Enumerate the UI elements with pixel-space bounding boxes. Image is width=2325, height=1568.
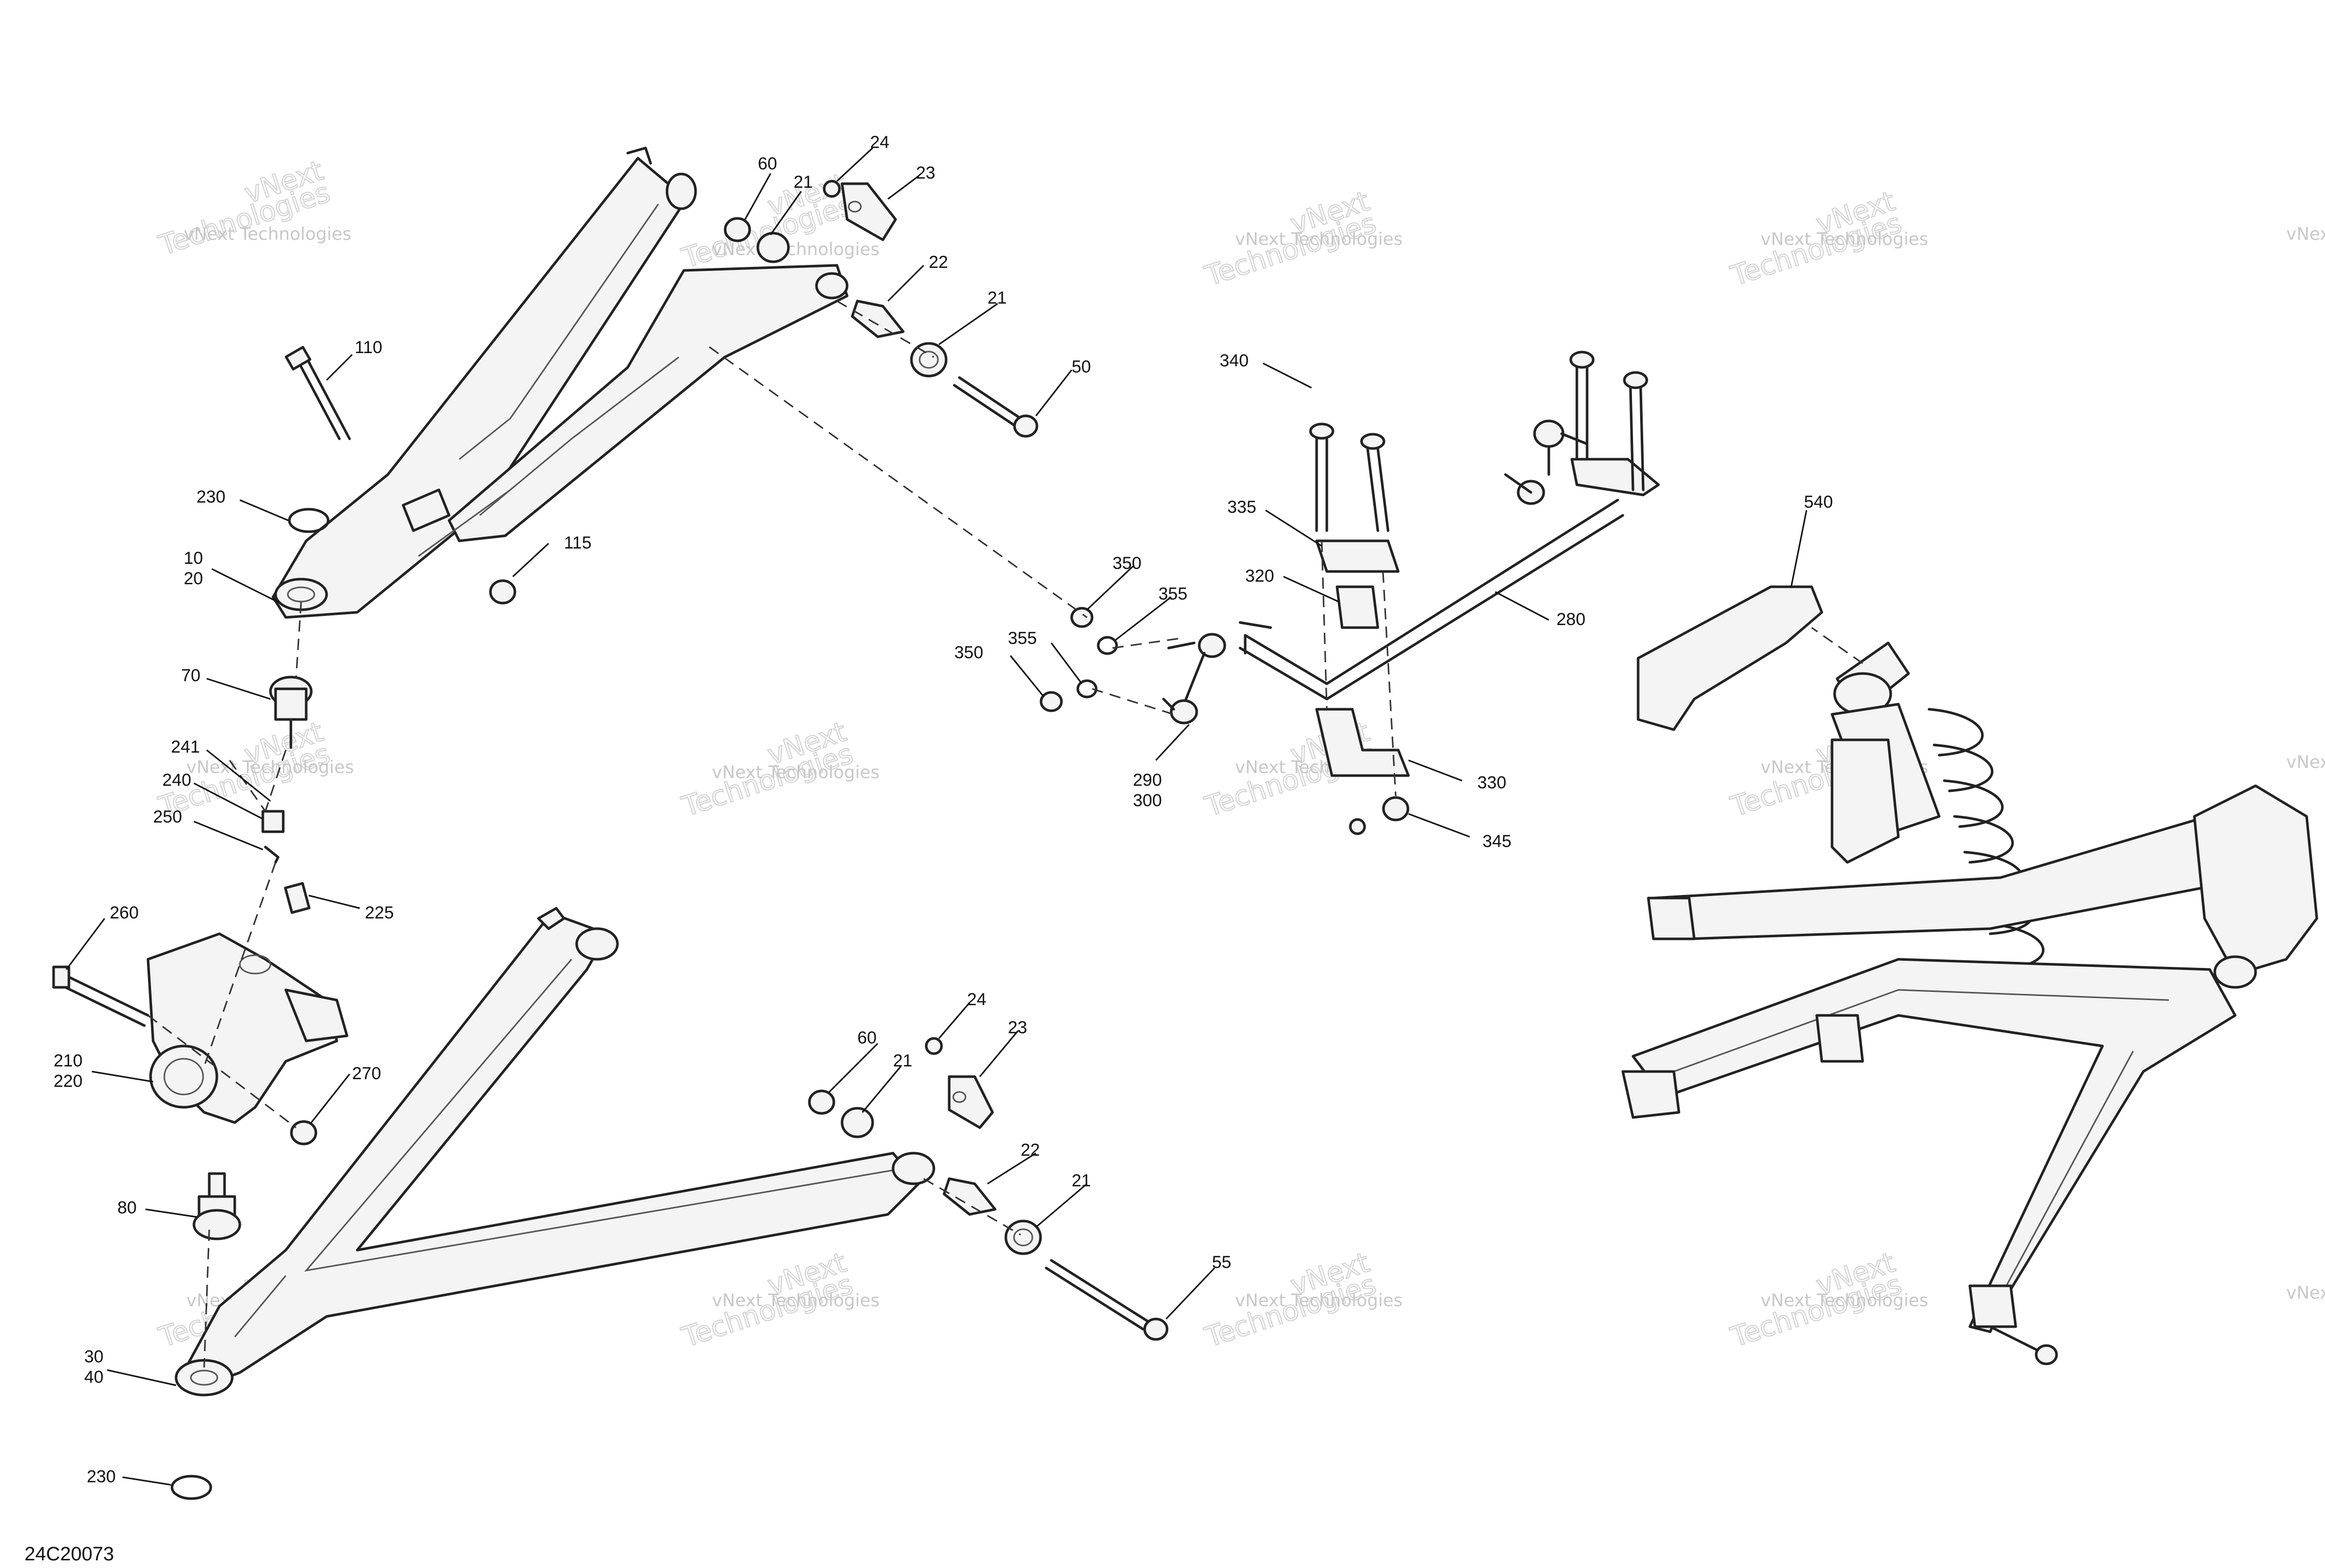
- callout-20: 20: [184, 569, 203, 588]
- watermark-text: vNext Technologies: [1761, 229, 1928, 250]
- callout-210: 210: [54, 1051, 83, 1071]
- callout-335: 335: [1227, 497, 1256, 517]
- assembly-lines: [147, 300, 1863, 1368]
- callout-330: 330: [1477, 773, 1506, 792]
- callout-350-lower: 350: [954, 643, 983, 662]
- watermark-text: vNext Technologies: [186, 757, 354, 778]
- watermark-text: vNext Technologies: [184, 224, 352, 244]
- callout-60-upper: 60: [758, 154, 777, 173]
- callout-250: 250: [153, 807, 182, 827]
- watermark: Technologies vNext: [154, 154, 334, 262]
- callout-230-lower: 230: [87, 1467, 116, 1486]
- callout-10: 10: [184, 549, 203, 568]
- watermark-text: vNext Technologies: [712, 1290, 880, 1311]
- steering-knuckle: [146, 932, 349, 1124]
- callout-220: 220: [54, 1072, 83, 1091]
- shock-spring: [1927, 708, 2045, 971]
- callout-21-upper-b: 21: [987, 288, 1007, 308]
- upper-a-arm: [271, 146, 849, 619]
- callout-355-lower: 355: [1008, 629, 1037, 648]
- callout-50: 50: [1072, 357, 1091, 377]
- callout-24-lower: 24: [967, 990, 986, 1009]
- callout-110: 110: [355, 338, 382, 357]
- lower-a-arm: [175, 907, 935, 1397]
- watermark-text: vNext Technologies: [712, 239, 880, 260]
- hardware-upper-bushings: [724, 180, 1038, 438]
- callout-355-upper: 355: [1158, 584, 1188, 604]
- callout-21-lower-b: 21: [1072, 1171, 1091, 1190]
- watermarks: Technologies vNext vNext Technologies Te…: [154, 154, 2325, 1354]
- callout-290: 290: [1133, 770, 1162, 790]
- callout-270: 270: [352, 1064, 381, 1083]
- callout-22-upper: 22: [929, 253, 948, 272]
- callout-340: 340: [1220, 351, 1249, 370]
- hardware-lower-bushings: [808, 1037, 1169, 1341]
- watermark-text: vNext Technologies: [1235, 1290, 1403, 1311]
- watermark-text: vNext: [2286, 224, 2325, 244]
- callout-55: 55: [1212, 1253, 1231, 1272]
- callout-21-lower-a: 21: [893, 1051, 912, 1071]
- callout-labels: 110 230 10 20 115 70 241 240 250 225 260…: [54, 133, 1833, 1486]
- watermark-text: vNext: [2286, 1283, 2325, 1303]
- callout-21-upper-a: 21: [794, 172, 813, 192]
- callout-540: 540: [1804, 492, 1833, 512]
- callout-345: 345: [1482, 832, 1512, 851]
- callout-22-lower: 22: [1021, 1140, 1040, 1160]
- watermark-text: vNext: [2286, 752, 2325, 773]
- callout-30: 30: [84, 1347, 104, 1366]
- leader-lines: [65, 147, 1808, 1486]
- callout-241: 241: [171, 737, 200, 757]
- callout-115: 115: [564, 533, 591, 553]
- callout-23-upper: 23: [916, 163, 935, 183]
- callout-230-upper: 230: [196, 487, 226, 507]
- callout-80: 80: [117, 1198, 137, 1217]
- figure-id: 24C20073: [24, 1544, 114, 1565]
- callout-60-lower: 60: [857, 1028, 877, 1048]
- callout-260: 260: [110, 903, 139, 923]
- callout-70: 70: [181, 666, 201, 685]
- sway-bar-assembly: [1040, 351, 1660, 835]
- watermark-text: vNext Technologies: [712, 762, 880, 783]
- callout-350-upper: 350: [1112, 554, 1142, 573]
- assembled-suspension-view: [1621, 585, 2318, 1365]
- callout-280: 280: [1556, 610, 1586, 629]
- callout-320: 320: [1245, 566, 1274, 586]
- watermark-text: vNext Technologies: [1761, 1290, 1928, 1311]
- hardware-left: [52, 345, 516, 1500]
- callout-23-lower: 23: [1008, 1018, 1027, 1037]
- callout-240: 240: [162, 770, 191, 790]
- watermark-text: vNext Technologies: [1235, 229, 1403, 250]
- callout-300: 300: [1133, 791, 1162, 810]
- callout-225: 225: [365, 903, 394, 923]
- callout-24-upper: 24: [870, 133, 889, 152]
- callout-40: 40: [84, 1367, 104, 1387]
